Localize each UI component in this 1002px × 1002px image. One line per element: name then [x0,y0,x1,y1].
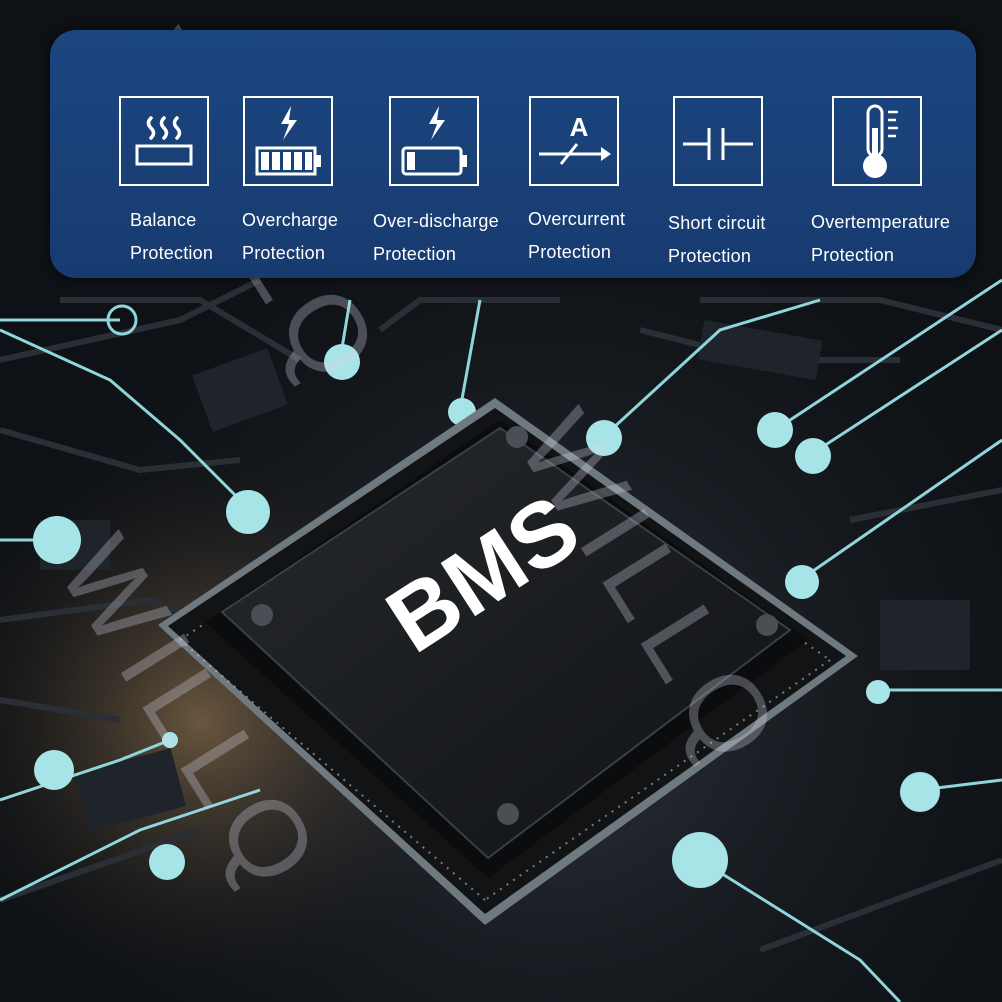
svg-text:A: A [570,112,589,142]
overcharge-battery-icon [243,96,333,186]
short-circuit-icon [673,96,763,186]
overcurrent-icon: A [529,96,619,186]
hollow-node [106,304,138,336]
thermometer-icon [832,96,922,186]
cyan-signal-lines [0,278,1002,1002]
cyan-nodes [33,344,940,888]
overdischarge-battery-icon [389,96,479,186]
balance-heat-icon [119,96,209,186]
bms-chip: BMS [158,398,858,925]
